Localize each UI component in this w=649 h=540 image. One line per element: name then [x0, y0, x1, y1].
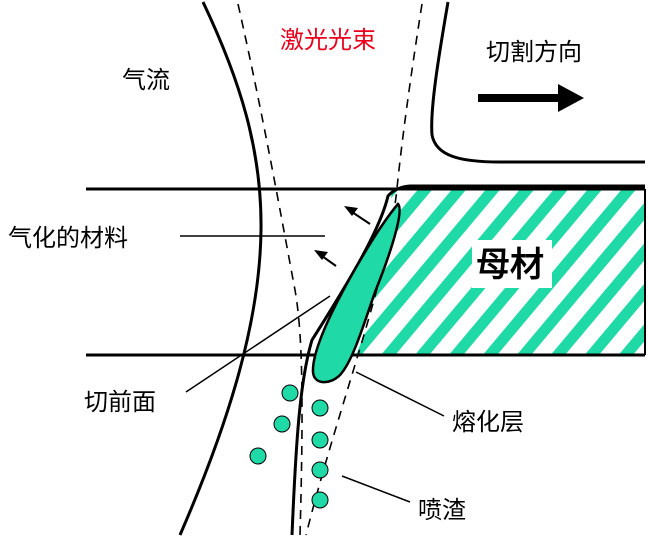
vaporized-material-label: 气化的材料	[8, 224, 128, 252]
leader-cutting-front	[185, 295, 331, 393]
arrow-up-left-icon	[344, 206, 371, 225]
spatter-droplet	[249, 447, 267, 465]
spatter-droplet	[311, 431, 329, 449]
gas-flow-left-boundary	[178, 1, 263, 536]
gas-flow-right-boundary	[430, 1, 645, 164]
gas-flow-label: 气流	[122, 66, 170, 94]
spatter-droplet	[311, 461, 329, 479]
arrow-right-icon	[478, 84, 584, 112]
spatter-droplet	[311, 491, 329, 509]
base-material-label: 母材	[476, 245, 544, 285]
cutting-front-label: 切前面	[84, 388, 156, 416]
cutting-direction-label: 切割方向	[486, 38, 582, 66]
molten-layer	[311, 202, 401, 384]
leader-molten-layer	[355, 371, 445, 417]
base-material-label-bg	[472, 240, 552, 288]
base-material-region	[356, 186, 645, 355]
spatter-droplets	[249, 384, 329, 509]
spatter-label: 喷渣	[418, 496, 466, 524]
spatter-droplet	[281, 384, 299, 402]
spatter-droplet	[273, 415, 291, 433]
molten-layer-label: 熔化层	[452, 408, 524, 436]
spatter-droplet	[311, 399, 329, 417]
laser-beam-label: 激光光束	[280, 26, 376, 54]
vapor-arrows	[314, 206, 371, 267]
arrow-up-left-icon	[314, 250, 337, 267]
laser-beam-left-edge	[237, 3, 303, 536]
leader-spatter	[341, 475, 411, 503]
